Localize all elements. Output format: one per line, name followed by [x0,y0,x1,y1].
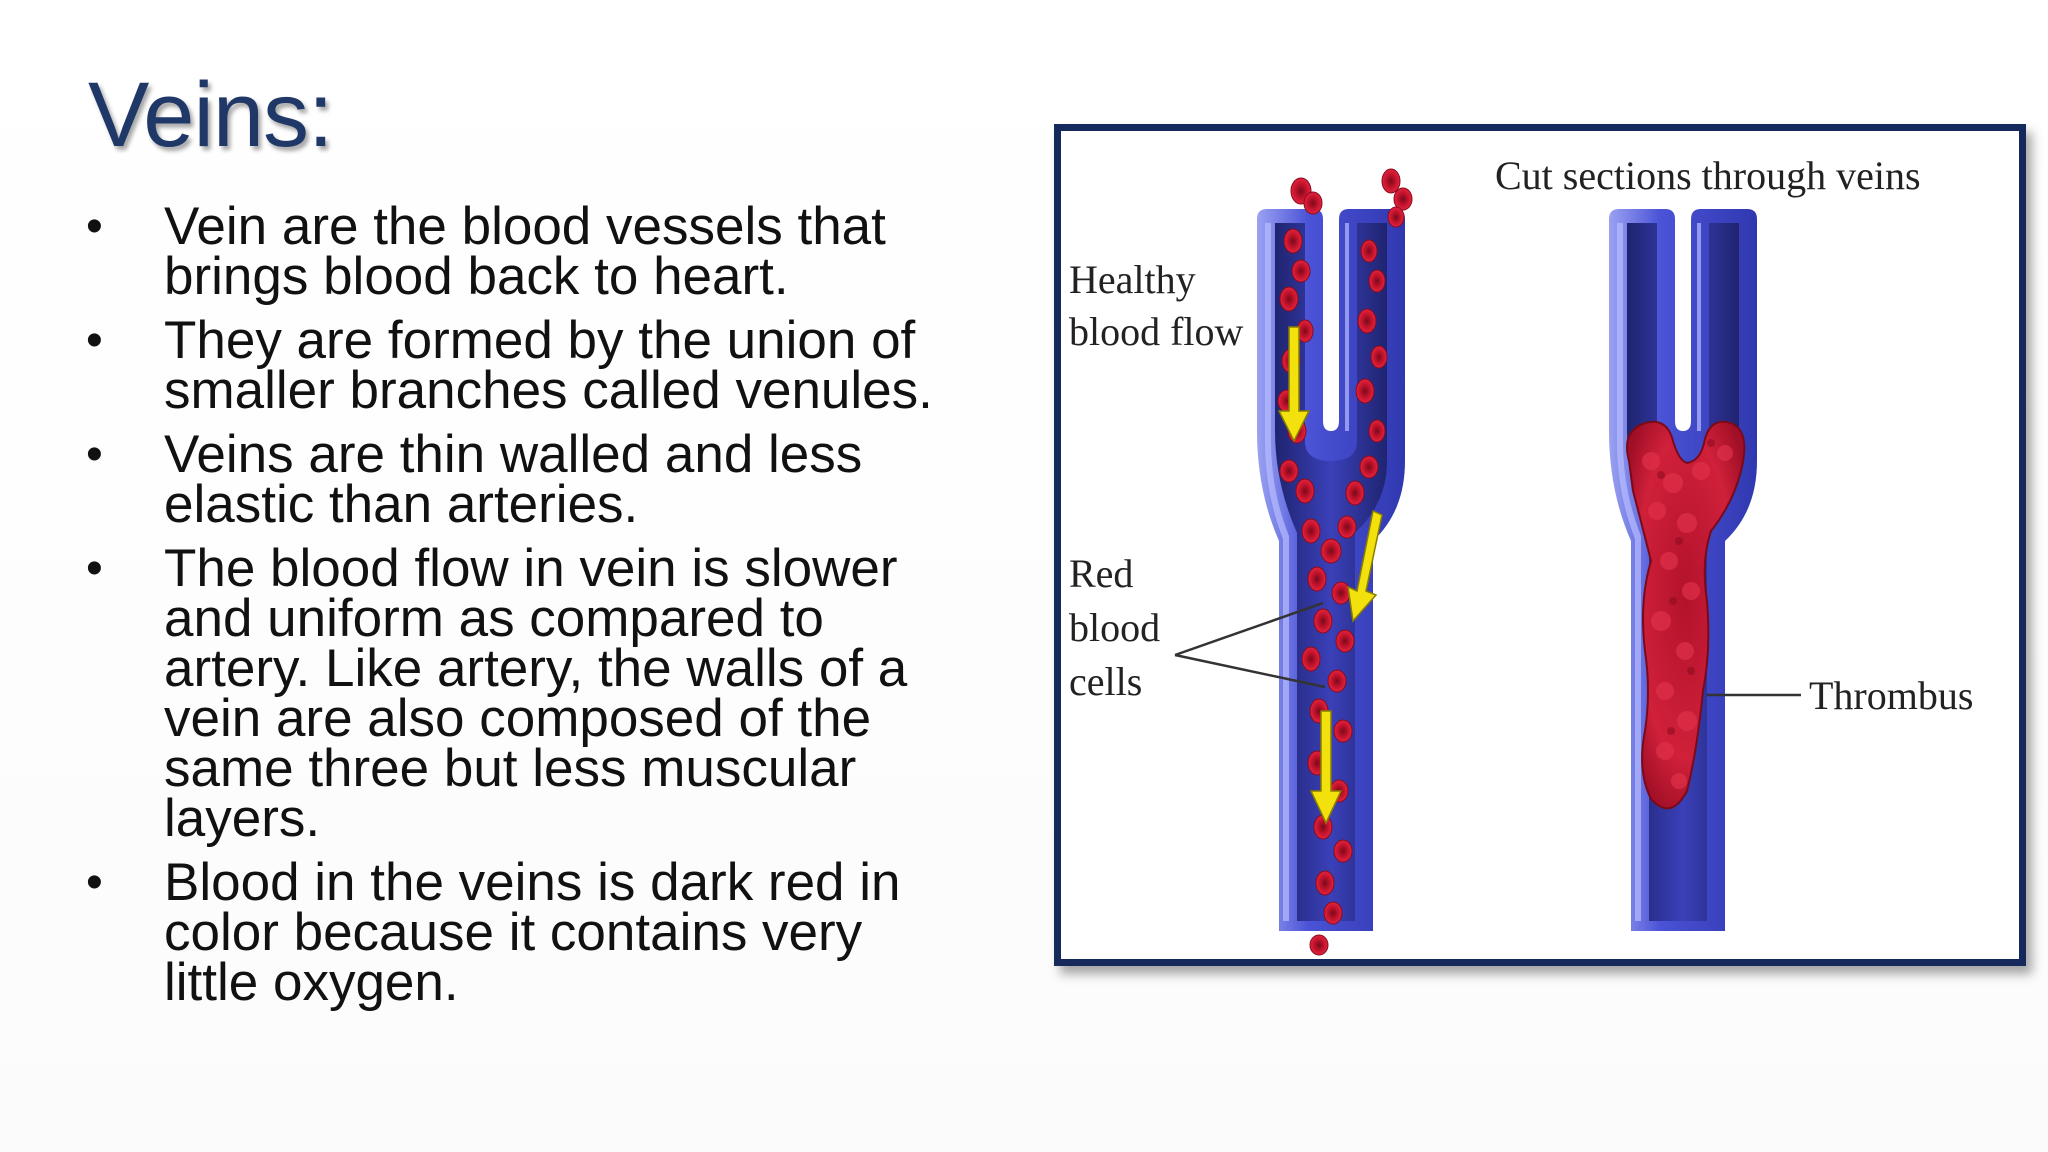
bullet-item: • Veins are thin walled and less elastic… [84,428,1014,531]
bullet-icon: • [86,314,103,367]
figure-heading: Cut sections through veins [1495,153,1921,198]
bullet-line: little oxygen. [164,953,459,1012]
label-rbc-line2: blood [1069,605,1160,650]
rbc-pointer-lines [1174,601,1326,689]
bullet-line: The blood flow in vein is slower [164,539,898,598]
bullet-line: elastic than arteries. [164,475,639,534]
label-healthy-line2: blood flow [1069,309,1244,354]
bullet-line: Vein are the blood vessels that [164,197,886,256]
vein-diagram: Cut sections through veins [1069,153,1973,956]
label-thrombus: Thrombus [1809,673,1973,718]
bullet-icon: • [86,200,103,253]
bullet-line: same three but less muscular [164,739,857,798]
vein-diagram-frame: Cut sections through veins [1054,124,2026,966]
bullet-line: layers. [164,789,321,848]
bullet-line: brings blood back to heart. [164,247,789,306]
bullet-line: They are formed by the union of [164,311,916,370]
bullet-item: • They are formed by the union of smalle… [84,314,1014,417]
bullet-line: and uniform as compared to [164,589,824,648]
bullet-item: • Blood in the veins is dark red in colo… [84,856,1014,1009]
bullet-list: • Vein are the blood vessels that brings… [84,200,1014,1022]
bullet-line: smaller branches called venules. [164,361,933,420]
thrombus-clot [1626,420,1746,810]
bullet-item: • The blood flow in vein is slower and u… [84,542,1014,845]
bullet-item: • Vein are the blood vessels that brings… [84,200,1014,303]
bullet-icon: • [86,856,103,909]
bullet-line: Blood in the veins is dark red in [164,853,901,912]
red-blood-cells [1277,168,1413,956]
label-rbc-line3: cells [1069,659,1142,704]
bullet-line: color because it contains very [164,903,863,962]
bullet-icon: • [86,428,103,481]
flow-arrows [1277,326,1383,825]
label-rbc-line1: Red [1069,551,1133,596]
label-healthy-line1: Healthy [1069,257,1196,302]
bullet-line: vein are also composed of the [164,689,872,748]
slide-title: Veins: [88,64,334,166]
bullet-line: artery. Like artery, the walls of a [164,639,908,698]
bullet-line: Veins are thin walled and less [164,425,863,484]
bullet-icon: • [86,542,103,595]
